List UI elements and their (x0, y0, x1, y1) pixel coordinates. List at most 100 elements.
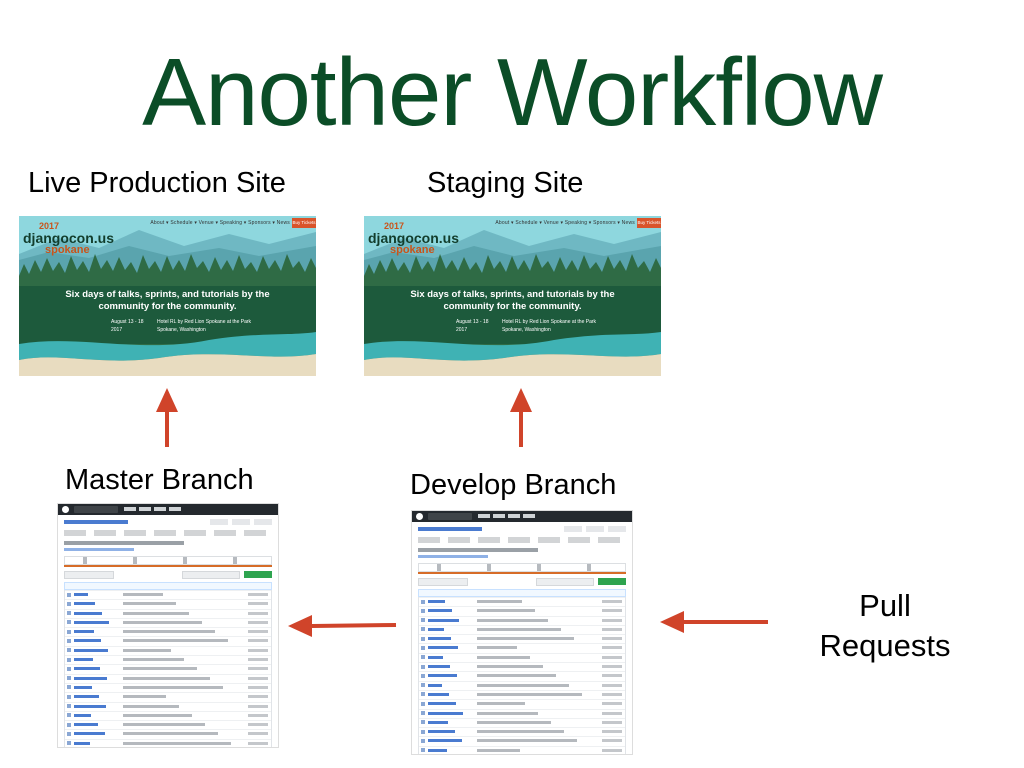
site-nav[interactable]: About ▾ Schedule ▾ Venue ▾ Speaking ▾ Sp… (150, 220, 290, 226)
arrow-pull-requests-to-develop (660, 611, 768, 633)
file-icon (67, 657, 71, 662)
file-row (419, 671, 625, 680)
file-row (65, 701, 271, 711)
buy-tickets-button[interactable]: Buy Tickets (292, 218, 316, 228)
file-row (419, 699, 625, 708)
file-row (419, 662, 625, 671)
site-tagline: Six days of talks, sprints, and tutorial… (19, 289, 316, 313)
master-branch-screenshot (57, 503, 279, 748)
file-icon (421, 729, 425, 734)
file-icon (421, 655, 425, 660)
file-row (65, 682, 271, 692)
github-logo-icon (416, 513, 423, 520)
file-row (419, 624, 625, 634)
github-search-input (428, 513, 472, 520)
file-row (65, 673, 271, 683)
site-landscape-illustration (364, 216, 661, 376)
file-row (419, 680, 625, 690)
file-icon (67, 638, 71, 643)
site-venue: Hotel RL by Red Lion Spokane at the Park… (502, 318, 596, 334)
tagline-line-1: Six days of talks, sprints, and tutorial… (410, 289, 615, 300)
file-icon (421, 636, 425, 641)
file-icon (67, 722, 71, 727)
file-icon (421, 692, 425, 697)
tagline-line-2: community for the community. (443, 301, 582, 312)
logo-city: spokane (45, 244, 90, 256)
file-icon (421, 645, 425, 650)
site-dates: August 13 - 18 2017 (111, 318, 144, 334)
file-icon (67, 620, 71, 625)
file-row (419, 606, 625, 615)
venue-line-1: Hotel RL by Red Lion Spokane at the Park (502, 319, 597, 325)
logo-name: djangocon.us (23, 230, 114, 246)
dates-line-2: 2017 (456, 327, 468, 333)
github-header (412, 511, 632, 522)
file-icon (421, 664, 425, 669)
file-row (419, 689, 625, 699)
arrow-develop-to-staging (510, 388, 532, 447)
site-dates: August 13 - 18 2017 (456, 318, 489, 334)
repo-tabs (64, 530, 272, 536)
file-row (65, 599, 271, 608)
buy-tickets-button[interactable]: Buy Tickets (637, 218, 661, 228)
file-icon (421, 673, 425, 678)
language-bar (64, 565, 272, 567)
dates-line-1: August 13 - 18 (111, 319, 144, 325)
repo-header (64, 519, 272, 526)
file-row (65, 608, 271, 618)
venue-line-2: Spokane, Washington (502, 327, 551, 333)
file-row (65, 617, 271, 627)
venue-line-2: Spokane, Washington (157, 327, 206, 333)
file-icon (67, 741, 71, 746)
site-venue: Hotel RL by Red Lion Spokane at the Park… (157, 318, 251, 334)
file-icon (421, 683, 425, 688)
site-nav[interactable]: About ▾ Schedule ▾ Venue ▾ Speaking ▾ Sp… (495, 220, 635, 226)
staging-site-label: Staging Site (427, 167, 584, 199)
logo-year: 2017 (39, 221, 60, 231)
file-row (419, 615, 625, 625)
file-icon (67, 611, 71, 616)
github-nav (124, 507, 182, 511)
file-row (419, 643, 625, 652)
pull-requests-label: Pull Requests (805, 586, 965, 666)
file-list (418, 597, 626, 754)
tagline-line-2: community for the community. (98, 301, 237, 312)
file-row (65, 655, 271, 664)
file-icon (67, 592, 71, 597)
file-row (419, 652, 625, 662)
djangocon-logo: 2017 djangocon.us spokane (23, 220, 114, 256)
dates-line-2: 2017 (111, 327, 123, 333)
github-logo-icon (62, 506, 69, 513)
file-row (65, 590, 271, 599)
file-icon (67, 731, 71, 736)
pull-requests-label-line-2: Requests (819, 628, 951, 663)
repo-stats (64, 556, 272, 565)
github-search-input (74, 506, 118, 513)
file-icon (67, 601, 71, 606)
file-icon (421, 608, 425, 613)
github-header (58, 504, 278, 515)
djangocon-logo: 2017 djangocon.us spokane (368, 220, 459, 256)
live-site-screenshot: 2017 djangocon.us spokane About ▾ Schedu… (19, 216, 316, 376)
venue-line-1: Hotel RL by Red Lion Spokane at the Park (157, 319, 252, 325)
file-icon (67, 676, 71, 681)
file-icon (421, 618, 425, 623)
file-icon (67, 685, 71, 690)
logo-city: spokane (390, 244, 435, 256)
file-row (419, 717, 625, 727)
latest-commit-bar (418, 589, 626, 597)
repo-header (418, 526, 626, 533)
repo-tabs (418, 537, 626, 543)
file-row (65, 645, 271, 655)
file-list (64, 590, 272, 747)
file-icon (421, 720, 425, 725)
file-icon (421, 599, 425, 604)
dates-line-1: August 13 - 18 (456, 319, 489, 325)
file-row (65, 664, 271, 673)
site-tagline: Six days of talks, sprints, and tutorial… (364, 289, 661, 313)
file-row (65, 692, 271, 701)
file-row (419, 736, 625, 745)
develop-branch-label: Develop Branch (410, 469, 617, 501)
slide-title: Another Workflow (142, 39, 883, 146)
file-icon (67, 704, 71, 709)
